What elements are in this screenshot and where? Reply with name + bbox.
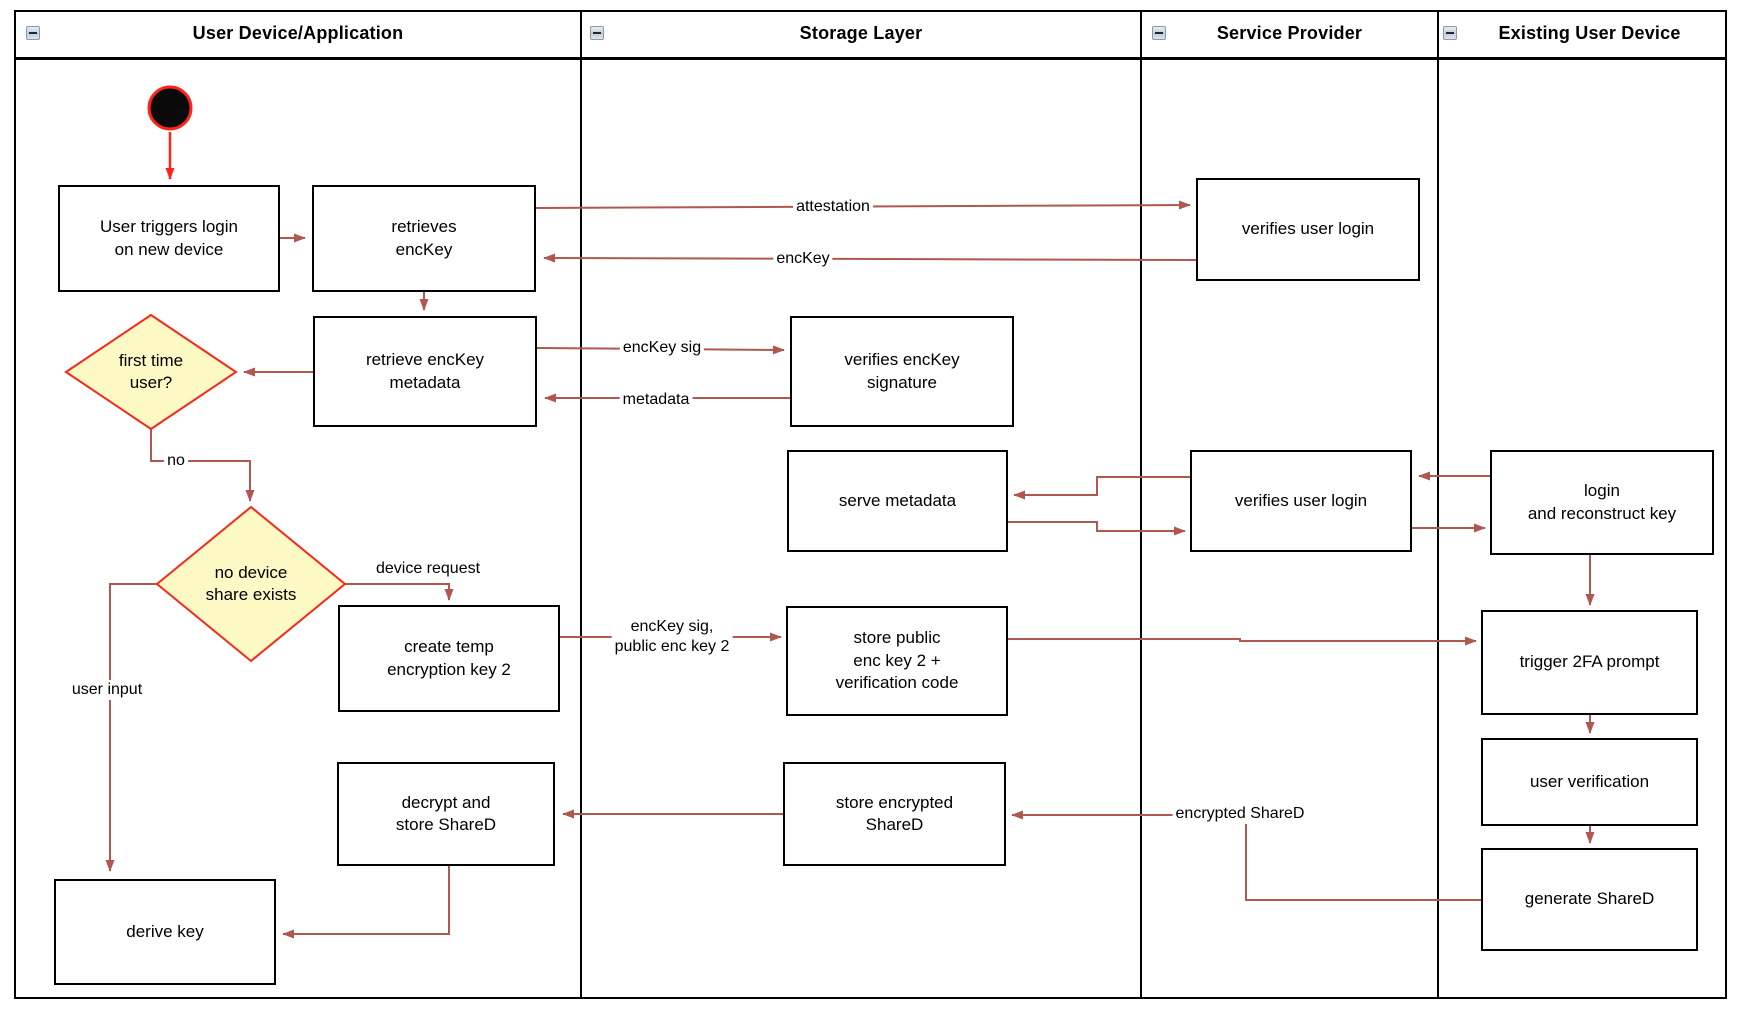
start-node[interactable] [147,85,193,131]
decision-first-time-user[interactable] [64,313,238,431]
node-trigger-2fa-prompt[interactable]: trigger 2FA prompt [1481,610,1698,715]
edge-label-enckey-sig-pub: encKey sig, public enc key 2 [611,617,733,657]
minus-glyph [1155,32,1163,34]
node-serve-metadata[interactable]: serve metadata [787,450,1008,552]
lane-title-service-provider: Service Provider [1216,23,1363,43]
edge-device-request [345,583,454,601]
lane-divider-3 [1437,10,1439,999]
lane-title-existing-user-device: Existing User Device [1498,23,1681,43]
edge-label-user-input: user input [68,680,146,700]
lane-title-user-device: User Device/Application [192,23,404,43]
collapse-minus-icon[interactable] [1443,26,1457,40]
collapse-minus-icon[interactable] [590,26,604,40]
node-create-temp-encryption-key-2[interactable]: create temp encryption key 2 [338,605,560,712]
node-store-public-enc-key-2[interactable]: store public enc key 2 + verification co… [786,606,1008,716]
edge-label-attestation: attestation [793,197,873,217]
edge-label-enckey: encKey [773,249,833,269]
edge-label-no: no [164,451,188,471]
edge-no-branch [150,429,255,502]
edge-label-device-request: device request [372,559,484,579]
node-generate-shared[interactable]: generate ShareD [1481,848,1698,951]
lane-divider-1 [580,10,582,999]
node-verifies-enckey-signature[interactable]: verifies encKey signature [790,316,1014,427]
collapse-minus-icon[interactable] [1152,26,1166,40]
collapse-minus-icon[interactable] [26,26,40,40]
node-login-and-reconstruct-key[interactable]: login and reconstruct key [1490,450,1714,555]
node-user-verification[interactable]: user verification [1481,738,1698,826]
header-separator [14,57,1727,60]
edge-enckey-return [543,253,1197,263]
edge-serve-to-verifies2 [1008,521,1186,536]
node-retrieves-enckey[interactable]: retrieves encKey [312,185,536,292]
minus-glyph [29,32,37,34]
edge-decrypt-to-derive [282,866,450,939]
lane-title-storage-layer: Storage Layer [799,23,923,43]
edge-verifies2-to-serve [1013,476,1190,500]
minus-glyph [1446,32,1454,34]
node-derive-key[interactable]: derive key [54,879,276,985]
edge-label-encrypted-shared: encrypted ShareD [1172,804,1308,824]
node-retrieve-enckey-metadata[interactable]: retrieve encKey metadata [313,316,537,427]
lane-divider-2 [1140,10,1142,999]
decision-no-device-share[interactable] [155,505,347,663]
edge-encrypted-shared [1011,810,1481,901]
node-verifies-user-login-1[interactable]: verifies user login [1196,178,1420,281]
edge-label-enckey-sig: encKey sig [619,338,705,358]
edge-label-metadata: metadata [619,390,693,410]
node-decrypt-and-store-shared[interactable]: decrypt and store ShareD [337,762,555,866]
node-store-encrypted-shared[interactable]: store encrypted ShareD [783,762,1006,866]
node-user-triggers-login[interactable]: User triggers login on new device [58,185,280,292]
edge-store-public-to-trigger [1008,636,1477,646]
node-verifies-user-login-2[interactable]: verifies user login [1190,450,1412,552]
edge-user-input [105,583,157,872]
decision-no-device-share-label: no device share exists [205,562,297,604]
minus-glyph [593,32,601,34]
decision-first-time-user-label: first time user? [118,350,184,392]
